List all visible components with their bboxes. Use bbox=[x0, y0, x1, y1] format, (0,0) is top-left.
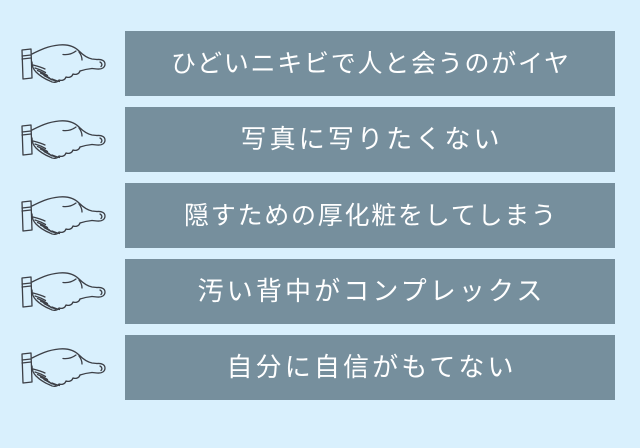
list-item: 隠すための厚化粧をしてしまう bbox=[0, 183, 640, 248]
concern-text: ひどいニキビで人と会うのがイヤ bbox=[170, 49, 571, 78]
concern-text: 汚い背中がコンプレックス bbox=[197, 276, 546, 307]
concern-list: ひどいニキビで人と会うのがイヤ bbox=[0, 31, 640, 400]
concern-text: 隠すための厚化粧をしてしまう bbox=[183, 201, 558, 230]
pointing-hand-icon bbox=[0, 183, 125, 248]
concern-bar: 隠すための厚化粧をしてしまう bbox=[125, 183, 615, 248]
pointing-hand-icon bbox=[0, 259, 125, 324]
concern-text: 自分に自信がもてない bbox=[226, 352, 517, 383]
list-item: 自分に自信がもてない bbox=[0, 335, 640, 400]
concern-bar: 汚い背中がコンプレックス bbox=[125, 259, 615, 324]
concern-bar: 自分に自信がもてない bbox=[125, 335, 615, 400]
list-item: 写真に写りたくない bbox=[0, 107, 640, 172]
pointing-hand-icon bbox=[0, 335, 125, 400]
pointing-hand-icon bbox=[0, 31, 125, 96]
list-item: 汚い背中がコンプレックス bbox=[0, 259, 640, 324]
list-item: ひどいニキビで人と会うのがイヤ bbox=[0, 31, 640, 96]
concern-bar: ひどいニキビで人と会うのがイヤ bbox=[125, 31, 615, 96]
concern-bar: 写真に写りたくない bbox=[125, 107, 615, 172]
pointing-hand-icon bbox=[0, 107, 125, 172]
concern-text: 写真に写りたくない bbox=[240, 124, 503, 155]
